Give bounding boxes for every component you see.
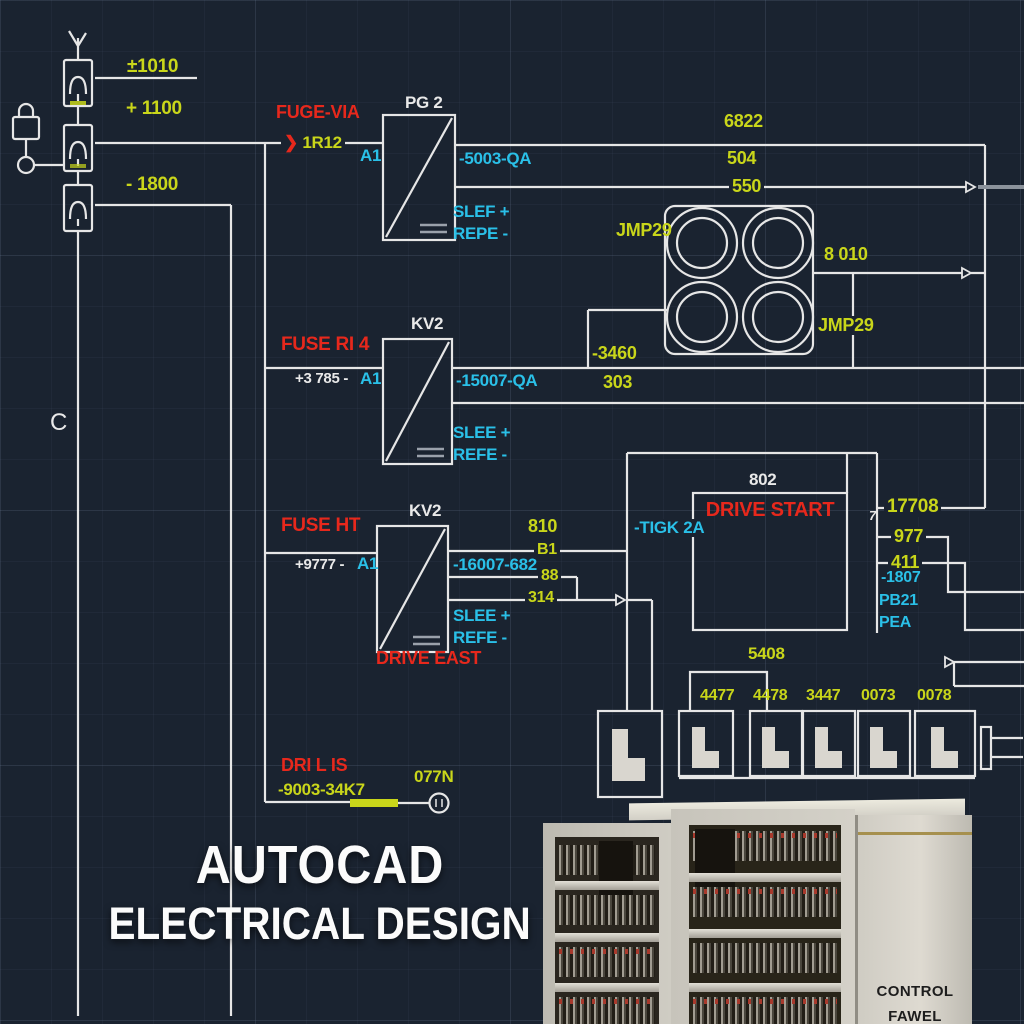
wire-label-88: 88 — [538, 567, 562, 585]
terminal-1807: -1807 — [881, 569, 921, 586]
cabinet-side-panel: CONTROL FAWEL TAU — [855, 815, 972, 1024]
rail-label-1800: - 1800 — [126, 174, 179, 195]
block2-tag: FUSE RI 4 — [281, 334, 370, 355]
arrow-icon — [944, 655, 956, 669]
device-label-3447: 3447 — [806, 687, 841, 704]
arrow-icon — [965, 180, 977, 194]
block1-title: PG 2 — [405, 93, 443, 112]
terminal-PB21: PB21 — [879, 592, 918, 609]
node-circle — [16, 155, 36, 175]
wire-label-8010: 8 010 — [824, 244, 868, 264]
block1-terminal: A1 — [360, 146, 382, 165]
break-mark: 7 — [869, 508, 876, 523]
device-label-4478: 4478 — [753, 687, 788, 704]
wire-label-810: 810 — [528, 516, 558, 536]
wire-label-6822: 6822 — [724, 111, 763, 131]
wire-label-550: 550 — [729, 177, 765, 196]
terminal-PEA: PEA — [879, 614, 911, 631]
antenna-icon — [68, 30, 87, 60]
block3-line2: REFE - — [453, 628, 507, 647]
feeder-tag: FUGE-VIA — [276, 102, 360, 122]
device-box — [596, 709, 664, 799]
brass-trim — [858, 832, 972, 835]
padlock-icon — [17, 102, 35, 117]
feeder-wire-label: 1R12 — [302, 133, 342, 152]
wire-label-504: 504 — [727, 148, 757, 168]
bracket-label-5408: 5408 — [748, 644, 785, 663]
padlock-icon — [11, 115, 41, 141]
cabinet-mid-door — [671, 809, 855, 1024]
block2-line1: SLEE + — [453, 423, 511, 442]
block3-line1: SLEE + — [453, 606, 511, 625]
block3-terminal: A1 — [357, 554, 379, 573]
zone-marker-c: C — [50, 409, 68, 436]
jumper-coils — [663, 204, 815, 356]
yellow-marks — [70, 101, 398, 807]
device-glyphs — [612, 727, 958, 781]
rail-label-1010: ±1010 — [127, 56, 179, 77]
cabinet-mid-interior — [689, 825, 841, 1024]
control-panel-photo: CONTROL FAWEL TAU — [543, 795, 1024, 1024]
block2-line2: REFE - — [453, 445, 507, 464]
drive-start-label: DRIVE START — [705, 499, 835, 521]
block3-tag: FUSE HT — [281, 515, 361, 536]
device-box — [913, 709, 977, 778]
wire-label-17708: 17708 — [884, 497, 942, 517]
title-block: AUTOCAD ELECTRICAL DESIGN — [80, 834, 560, 950]
feeder-arrow-icon: ❯ — [284, 133, 298, 152]
block3-bottom-tag: DRIVE EAST — [376, 648, 482, 668]
jumper-label-left: JMP29 — [616, 220, 672, 240]
converter-block-1 — [381, 113, 457, 242]
block2-terminal: A1 — [360, 369, 382, 388]
device-box — [801, 709, 857, 778]
drive-start-input: -TIGK 2A — [631, 519, 708, 537]
dri-node-label: 077N — [414, 767, 454, 786]
block3-ref: +9777 - — [295, 556, 345, 573]
node-circle — [428, 792, 450, 814]
cabinet-left-door — [543, 823, 671, 1024]
drive-start-block — [691, 491, 849, 632]
block-ground-bars — [413, 223, 447, 646]
device-box — [677, 709, 735, 778]
wire-label-B1: B1 — [534, 541, 560, 559]
block1-out-label: -5003-QA — [459, 149, 532, 168]
block3-out-label: -16007-682 — [453, 555, 537, 574]
block2-ref: +3 785 - — [295, 370, 349, 387]
wire-label-303: 303 — [603, 372, 633, 392]
block2-out-label: -15007-QA — [456, 371, 538, 390]
rail-label-1100: + 1100 — [126, 98, 182, 119]
device-label-4477: 4477 — [700, 687, 735, 704]
device-label-0078: 0078 — [917, 687, 952, 704]
block2-title: KV2 — [411, 314, 444, 333]
converter-block-3 — [375, 524, 450, 654]
arrow-icon — [615, 593, 627, 607]
wire-label-314: 314 — [525, 589, 557, 607]
relay-module — [695, 829, 735, 893]
title-line2: ELECTRICAL DESIGN — [108, 898, 532, 949]
panel-caption-2: FAWEL — [888, 1008, 942, 1024]
cabinet-left-interior — [555, 837, 659, 1024]
dri-code: -9003-34K7 — [278, 780, 365, 799]
title-line1: AUTOCAD — [195, 835, 445, 895]
block1-line1: SLEF + — [453, 202, 510, 221]
flow-arrows — [615, 180, 977, 669]
dri-tag: DRI L IS — [281, 755, 348, 775]
panel-caption-1: CONTROL — [876, 983, 954, 1000]
device-box — [856, 709, 912, 778]
wire-label-411: 411 — [888, 553, 923, 572]
device-label-0073: 0073 — [861, 687, 896, 704]
block3-title: KV2 — [409, 501, 442, 520]
drive-start-number: 802 — [749, 470, 777, 489]
feeder-wire: ❯ 1R12 — [281, 134, 345, 152]
plug-connector-icon — [979, 725, 993, 771]
wire-label-3460: -3460 — [592, 343, 637, 363]
wire-label-977: 977 — [891, 527, 927, 546]
block1-line2: REPE - — [453, 224, 508, 243]
arrow-icon — [961, 266, 973, 280]
converter-block-2 — [381, 337, 454, 466]
jumper-label-right: JMP29 — [815, 316, 877, 335]
wire-highlight — [350, 799, 398, 807]
